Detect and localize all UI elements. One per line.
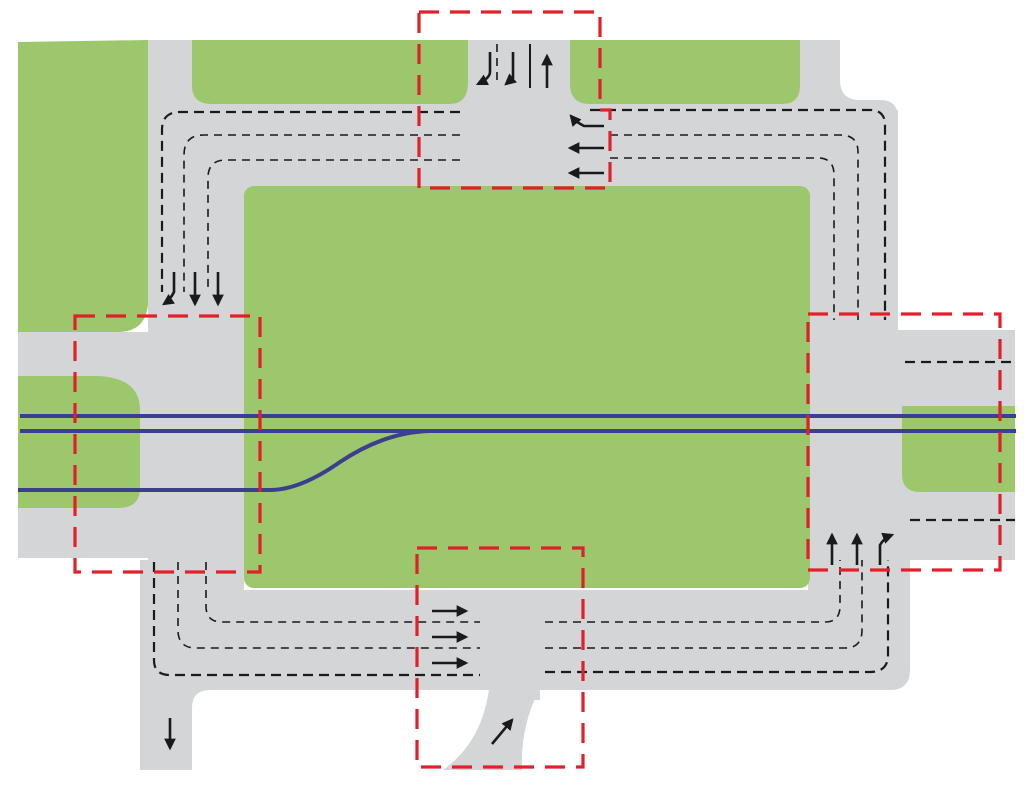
north-entry-road bbox=[468, 40, 570, 150]
south-entry-road bbox=[443, 680, 545, 770]
grass-center bbox=[244, 186, 810, 588]
green-areas bbox=[18, 40, 1015, 588]
arrow-left-turn bbox=[475, 52, 492, 86]
lane-marking bbox=[160, 110, 460, 292]
lane-arrows bbox=[162, 52, 895, 751]
zone-west-junction bbox=[73, 314, 262, 574]
grass-north-left bbox=[192, 40, 468, 104]
zone-north-entry bbox=[417, 10, 612, 190]
arrow-right-turn bbox=[878, 532, 895, 565]
lane-marking bbox=[545, 560, 890, 674]
lane-markings bbox=[152, 44, 1015, 677]
lane-marking bbox=[610, 134, 859, 320]
arrow-left-turn bbox=[162, 272, 176, 306]
tram-branch-line bbox=[18, 429, 431, 492]
arrow-left-turn bbox=[569, 114, 604, 128]
lane-marking bbox=[152, 562, 480, 677]
grass-east-island bbox=[902, 406, 1015, 492]
grass-west-island bbox=[18, 376, 140, 508]
arrow-up-right bbox=[491, 718, 514, 745]
junction-zones bbox=[73, 10, 1002, 769]
arrow-down bbox=[504, 52, 517, 86]
zone-south-entry bbox=[415, 546, 585, 769]
lane-marking bbox=[205, 562, 480, 623]
lane-marking bbox=[545, 560, 863, 649]
lane-marking bbox=[183, 134, 460, 292]
tram-tracks bbox=[18, 414, 1016, 492]
grass-north-right bbox=[570, 40, 800, 104]
lane-marking bbox=[545, 560, 841, 623]
grass-northwest bbox=[18, 40, 148, 332]
zone-east-junction bbox=[806, 312, 1002, 572]
east-south-road bbox=[140, 110, 910, 770]
lane-marking bbox=[590, 108, 887, 320]
